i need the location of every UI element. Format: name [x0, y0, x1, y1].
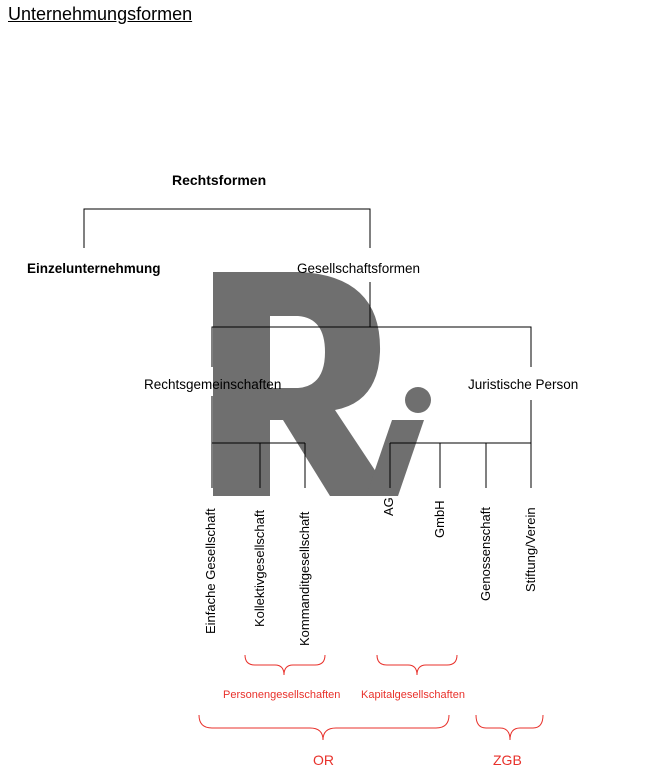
node-juristische-person: Juristische Person: [468, 377, 579, 392]
leaf-genossenschaft: Genossenschaft: [478, 507, 493, 601]
leaf-kollektivgesellschaft: Kollektivgesellschaft: [252, 509, 267, 627]
group-zgb: ZGB: [493, 752, 522, 768]
leaf-gmbh: GmbH: [432, 500, 447, 538]
group-personengesellschaften: Personengesellschaften: [223, 689, 341, 701]
leaf-ag: AG: [381, 497, 396, 516]
node-einzelunternehmung: Einzelunternehmung: [27, 261, 161, 276]
page-title: Unternehmungsformen: [8, 4, 193, 24]
leaf-stiftung-verein: Stiftung/Verein: [523, 507, 538, 592]
leaf-kommanditgesellschaft: Kommanditgesellschaft: [297, 511, 312, 646]
node-gesellschaftsformen: Gesellschaftsformen: [297, 261, 421, 276]
group-kapitalgesellschaften: Kapitalgesellschaften: [361, 689, 465, 701]
node-rechtsgemeinschaften: Rechtsgemeinschaften: [144, 377, 282, 392]
group-or: OR: [313, 752, 334, 768]
leaf-einfache-gesellschaft: Einfache Gesellschaft: [203, 508, 218, 634]
node-rechtsformen: Rechtsformen: [172, 172, 267, 188]
